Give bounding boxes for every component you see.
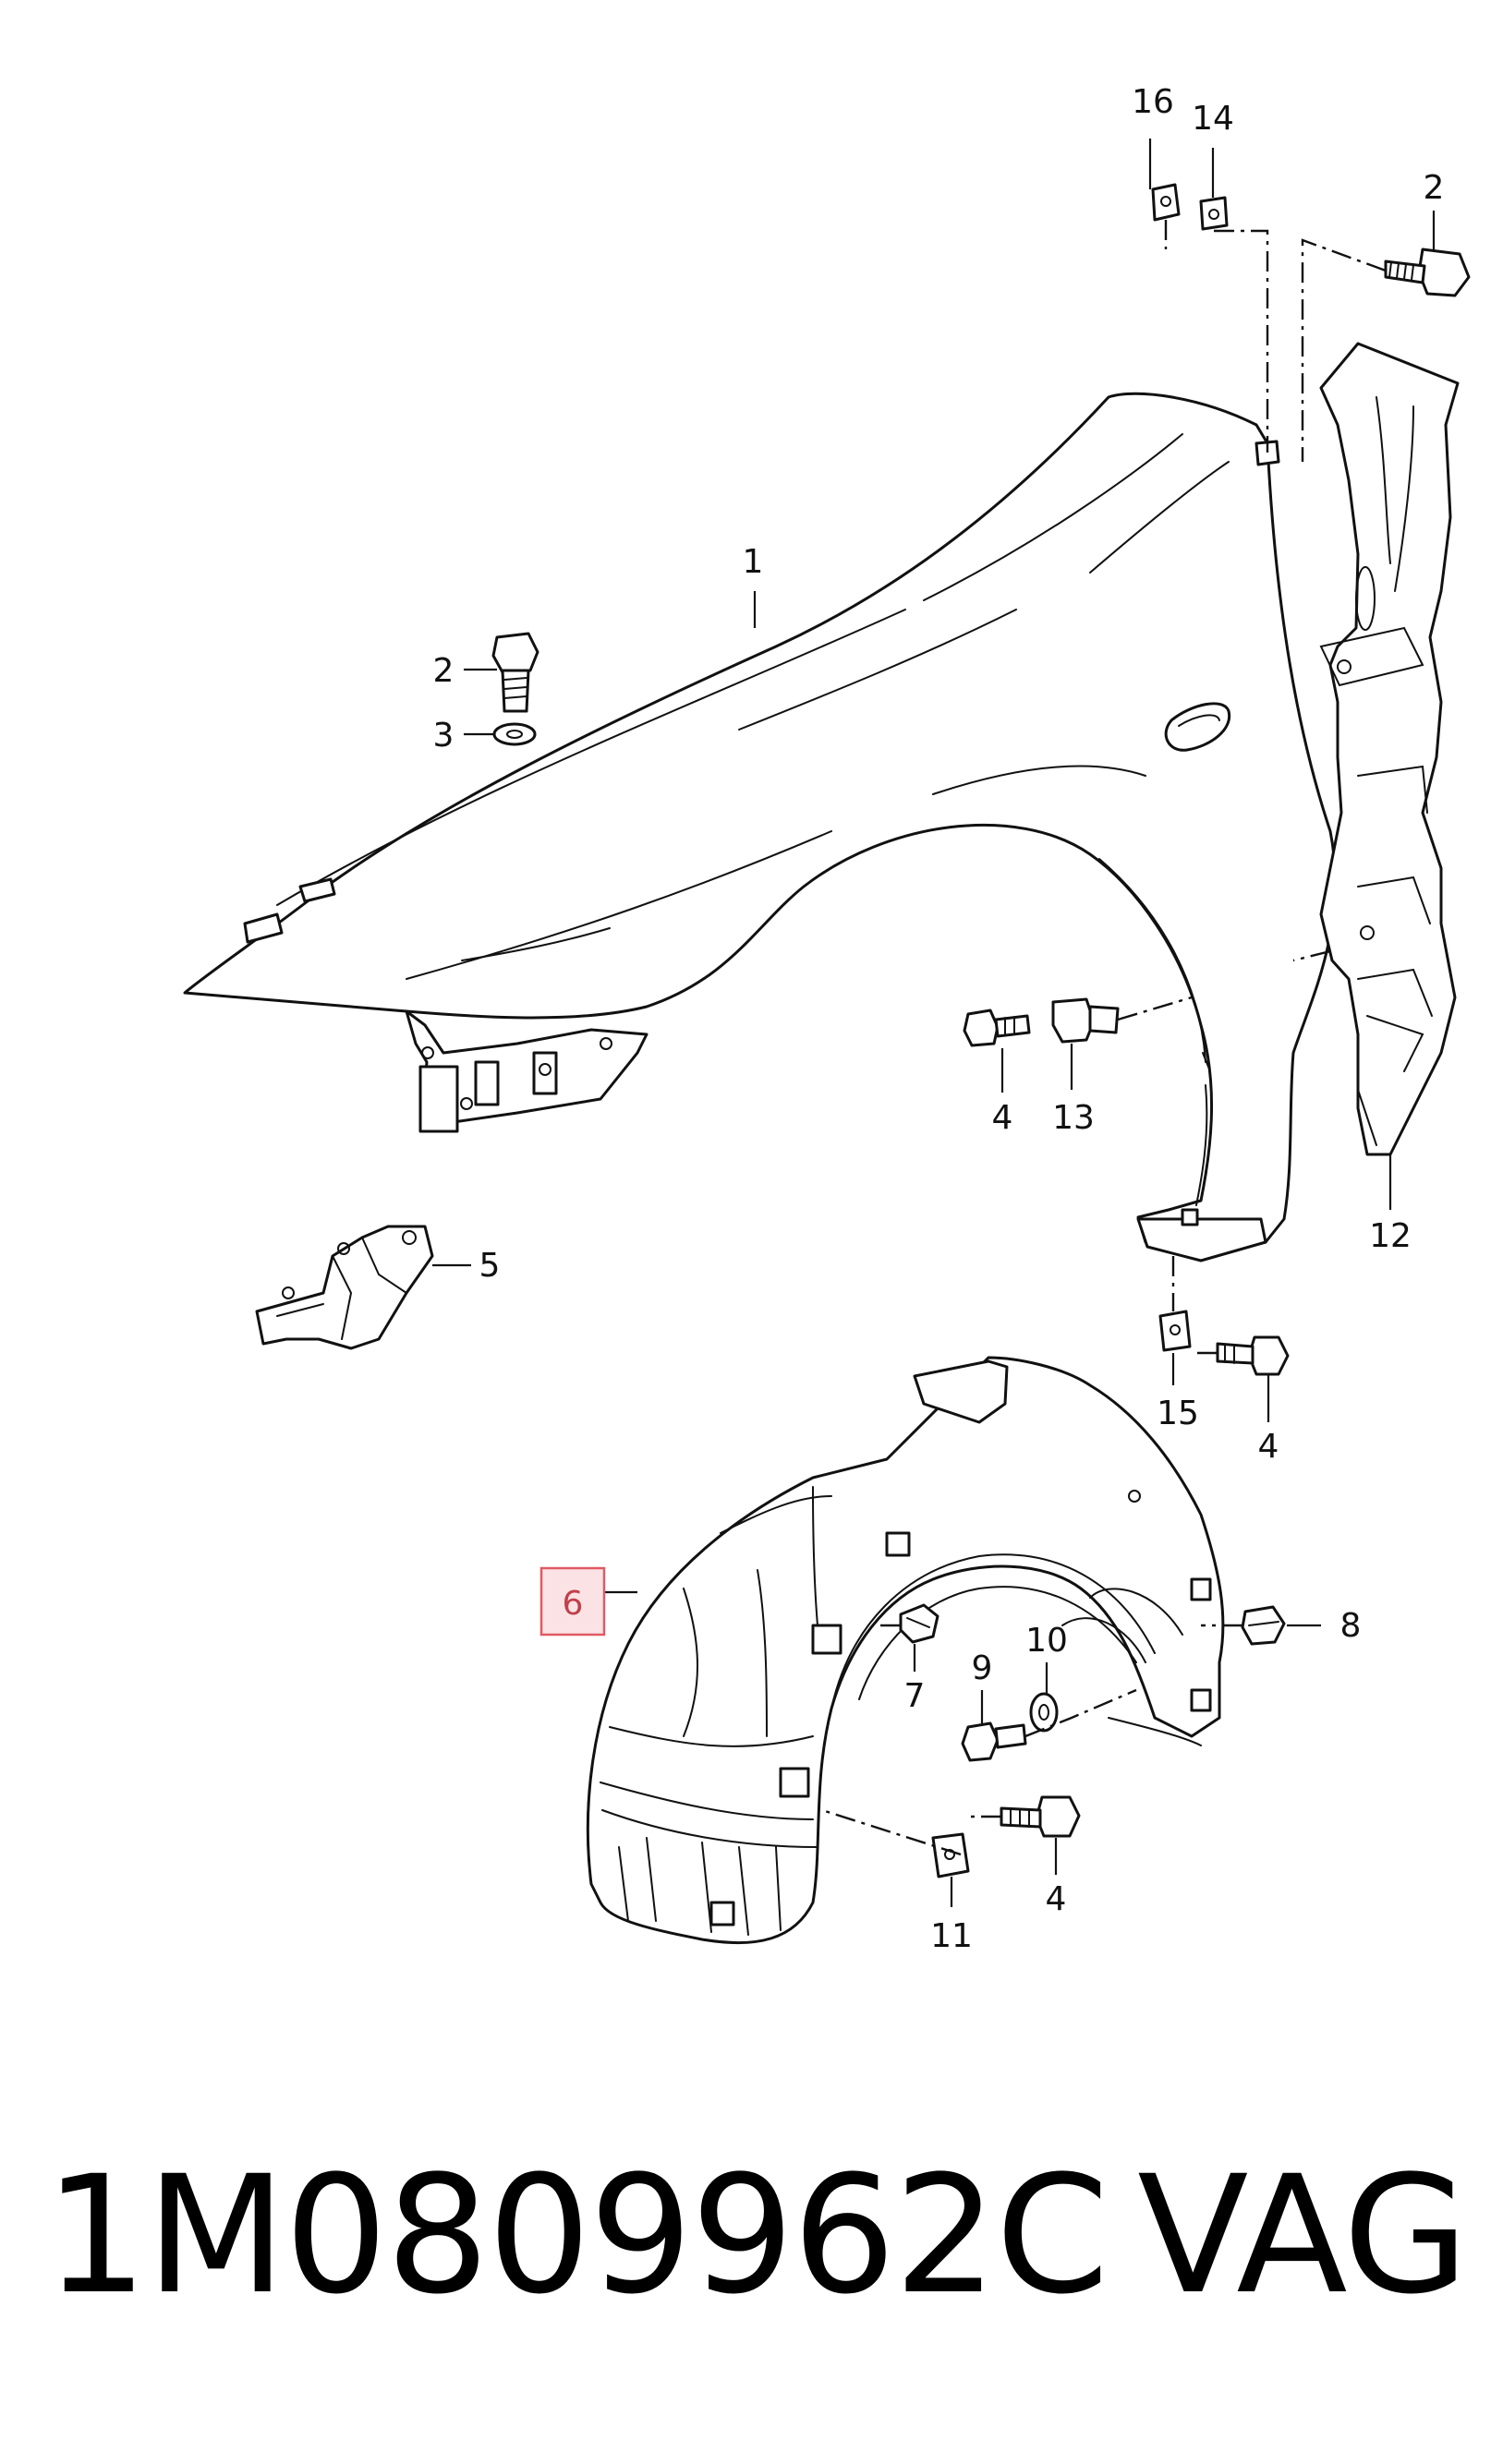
- callouts: 16 14 2 1 2 3 4 13 12 5 15 4 6 7 8 9 10 …: [433, 83, 1445, 1955]
- washer-10: [1029, 1692, 1059, 1733]
- callout-7: 7: [904, 1677, 926, 1715]
- callout-8: 8: [1340, 1607, 1362, 1645]
- bolt-2-top: [1384, 248, 1471, 297]
- callout-16: 16: [1132, 83, 1174, 121]
- clip-8: [1241, 1605, 1286, 1646]
- callout-4-bottom: 4: [1046, 1880, 1067, 1918]
- assembly-lines: [821, 220, 1387, 1856]
- nut-14: [1199, 196, 1229, 231]
- callout-13: 13: [1052, 1099, 1095, 1137]
- front-fender: [183, 392, 1337, 1262]
- callout-1: 1: [743, 543, 764, 581]
- callout-2-left: 2: [433, 652, 455, 690]
- part-number: 1M0809962C: [44, 2140, 1109, 2330]
- leader-lines: [432, 139, 1436, 1907]
- screw-9: [961, 1721, 1027, 1762]
- callout-6-highlight: [539, 1566, 606, 1637]
- clip-16: [1151, 183, 1181, 222]
- bolt-4-middle: [963, 1009, 1031, 1047]
- brand-name: VAG: [1137, 2140, 1469, 2330]
- clip-7: [899, 1603, 939, 1644]
- footer: 1M0809962C VAG: [44, 2140, 1469, 2330]
- callout-3: 3: [433, 717, 455, 755]
- callout-4-right: 4: [1258, 1428, 1279, 1466]
- callout-5: 5: [479, 1247, 501, 1285]
- clip-13: [1051, 997, 1120, 1044]
- bolt-4-bottom: [1000, 1795, 1081, 1838]
- callout-6: 6: [563, 1585, 584, 1623]
- callout-12: 12: [1369, 1217, 1412, 1255]
- fender-bracket: [1319, 342, 1460, 1156]
- clip-15: [1158, 1310, 1192, 1352]
- callout-10: 10: [1025, 1622, 1068, 1660]
- callout-15: 15: [1157, 1395, 1199, 1432]
- callout-2-top: 2: [1424, 169, 1445, 207]
- callout-9: 9: [972, 1649, 993, 1687]
- bolt-4-right: [1216, 1335, 1290, 1376]
- bolt-2-left: [491, 632, 539, 713]
- wheel-housing-liner: [586, 1356, 1225, 1945]
- callout-4-middle: 4: [992, 1099, 1013, 1137]
- clip-11: [931, 1832, 970, 1878]
- callout-14: 14: [1192, 100, 1234, 138]
- callout-11: 11: [930, 1917, 973, 1955]
- washer-3: [492, 722, 537, 746]
- support-bracket: [255, 1225, 434, 1350]
